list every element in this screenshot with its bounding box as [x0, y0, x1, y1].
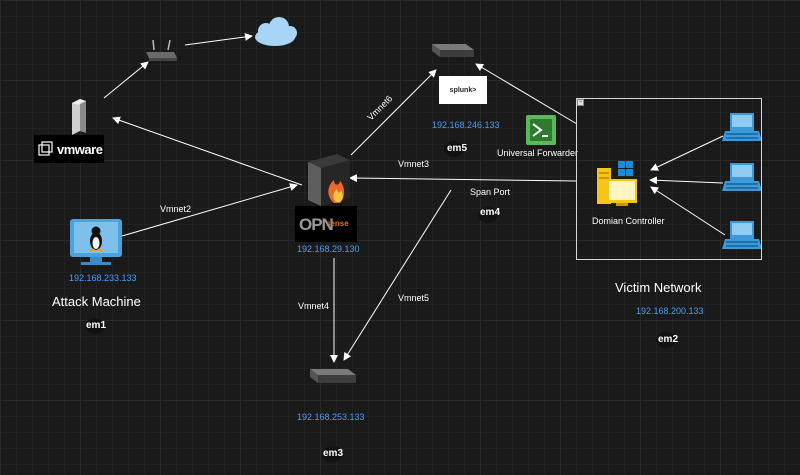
edge-label-vmnet6: Vmnet6 [365, 93, 394, 122]
switch-icon-em5 [432, 44, 474, 57]
em1-label: em1 [86, 320, 107, 331]
opnsense-ip: 192.168.29.130 [297, 244, 360, 254]
span-port-label: Span Port [470, 187, 511, 197]
edge-pc2-dc [649, 176, 724, 185]
edge-label-vmnet5: Vmnet5 [398, 293, 429, 303]
em2-node-dot [656, 332, 676, 348]
em5-node-dot [444, 141, 464, 157]
edge-pc1-dc [650, 135, 724, 171]
em4-node-dot [478, 207, 498, 223]
attack-machine-ip: 192.168.233.133 [69, 273, 137, 283]
em5-label: em5 [447, 143, 468, 154]
collapse-icon[interactable]: − [577, 99, 584, 106]
domain-controller-label: Domian Controller [592, 216, 665, 226]
edge-label-vmnet2: Vmnet2 [160, 204, 191, 214]
powershell-icon [526, 115, 556, 145]
edge-label-vmnet3: Vmnet3 [398, 159, 429, 169]
em3-node-dot [322, 446, 342, 462]
victim-network-title: Victim Network [615, 280, 702, 295]
splunk-logo: splunk> [439, 76, 487, 104]
em4-label: em4 [480, 207, 501, 218]
em2-label: em2 [658, 334, 679, 345]
victim-network-ip: 192.168.200.133 [636, 306, 704, 316]
edges [103, 32, 726, 363]
splunk-label: splunk> [449, 86, 477, 94]
universal-forwarder-label: Universal Forwarder [497, 148, 579, 158]
edge-router-cloud [184, 32, 253, 46]
edge-pc3-dc [650, 186, 726, 236]
pc-icon [722, 221, 762, 249]
vmware-logo-icon [38, 141, 53, 156]
edge-victim-opnsense [349, 174, 578, 183]
em3-label: em3 [323, 448, 344, 459]
router-icon [146, 39, 177, 61]
vmware-label: vmware [57, 141, 103, 157]
server-icon [72, 99, 86, 135]
domain-controller-icon [597, 161, 637, 206]
vmware-logo: vmware [34, 135, 104, 163]
em3-ip: 192.168.253.133 [297, 412, 365, 422]
firewall-icon [308, 154, 350, 206]
attack-machine-title: Attack Machine [52, 294, 141, 309]
em5-ip: 192.168.246.133 [432, 120, 500, 130]
opnsense-logo: OPN sense [295, 206, 357, 242]
edge-attack-opnsense [121, 183, 298, 237]
cloud-icon [255, 17, 297, 46]
switch-icon-em3 [310, 369, 356, 383]
opnsense-logo-sense: sense [326, 219, 349, 228]
victim-network-group[interactable]: − [576, 98, 762, 260]
edge-victim-splunk [475, 63, 578, 125]
pc-icon [722, 163, 762, 191]
edge-em4-em3 [343, 189, 452, 361]
linux-monitor-icon [70, 219, 122, 265]
edge-vmware-router [103, 61, 149, 99]
em1-node-dot [85, 318, 105, 334]
edge-label-vmnet4: Vmnet4 [298, 301, 329, 311]
edge-opnsense-vmware [112, 116, 303, 186]
edge-opnsense-em5 [350, 69, 437, 156]
pc-icon [722, 113, 762, 141]
opnsense-logo-opn: OPN [299, 215, 334, 234]
